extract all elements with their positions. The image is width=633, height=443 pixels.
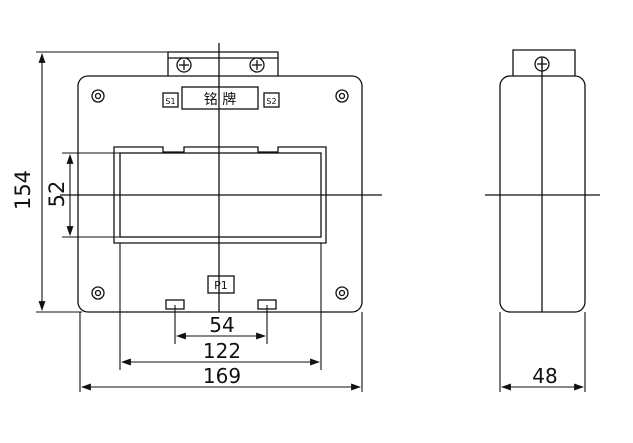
front-body-outline xyxy=(77,75,363,313)
dim-width-outer-label: 169 xyxy=(203,364,241,388)
nameplate-box xyxy=(181,86,259,110)
mounting-screw-top-right xyxy=(335,89,349,103)
terminal-s2-label: S2 xyxy=(266,97,276,106)
mounting-screw-bottom-right xyxy=(335,286,349,300)
front-view xyxy=(60,43,382,313)
dim-height-outer-label: 154 xyxy=(11,170,35,210)
mounting-screw-bottom-left xyxy=(91,286,105,300)
front-dimensions xyxy=(36,51,363,392)
primary-mark-label: P1 xyxy=(214,279,228,292)
dim-terminal-spacing-label: 54 xyxy=(209,313,234,337)
terminal-screw-right xyxy=(249,57,265,73)
terminal-s1-box xyxy=(162,92,179,108)
side-dimensions xyxy=(499,312,586,392)
dim-window-height-label: 52 xyxy=(45,181,69,208)
terminal-s2-box xyxy=(263,92,280,108)
dim-depth-label: 48 xyxy=(532,364,557,388)
primary-mark-box xyxy=(207,275,235,294)
mounting-screw-top-left xyxy=(91,89,105,103)
dim-window-width-label: 122 xyxy=(203,339,241,363)
side-terminal-block xyxy=(512,49,576,76)
terminal-s1-label: S1 xyxy=(165,97,175,106)
side-view xyxy=(485,49,600,313)
nameplate-label: 铭 牌 xyxy=(204,91,236,108)
terminal-screw-left xyxy=(176,57,192,73)
